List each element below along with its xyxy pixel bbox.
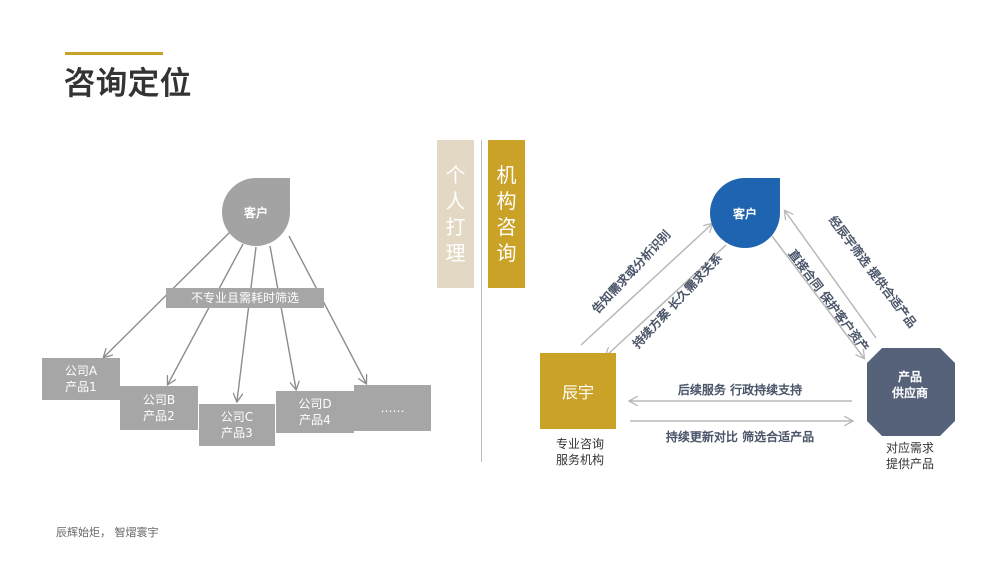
caption-line: 对应需求: [885, 441, 934, 455]
company-name: 公司A: [64, 364, 98, 378]
arrow-to-company-b: [168, 243, 244, 384]
tab-personal-management: 个 人 打 理: [437, 140, 474, 288]
tab-char: 机: [496, 163, 517, 187]
company-name: 公司D: [298, 397, 332, 411]
footer-slogan: 辰辉始炬， 智熠寰宇: [56, 526, 159, 539]
supplier-node: [867, 348, 955, 436]
chenyu-label: 辰宇: [561, 383, 594, 402]
company-product: 产品4: [299, 413, 331, 427]
title-accent-bar: [65, 52, 163, 55]
label-bottom-bottom: 持续更新对比 筛选合适产品: [665, 430, 815, 444]
right-client-node: 客户: [710, 178, 780, 248]
tab-char: 询: [496, 241, 517, 265]
panel-divider: [481, 140, 482, 462]
company-name: 公司B: [142, 393, 176, 407]
supplier-line: 产品: [897, 370, 922, 384]
label-bottom-top: 后续服务 行政持续支持: [677, 383, 803, 397]
company-a-box: 公司A 产品1: [42, 358, 120, 400]
company-d-box: 公司D 产品4: [276, 391, 354, 433]
arrow-to-company-d: [269, 245, 296, 389]
company-product: 产品1: [65, 380, 97, 394]
arrow-to-company-more: [288, 235, 366, 383]
tab-char: 打: [445, 215, 466, 239]
caption-line: 服务机构: [555, 453, 604, 467]
supplier-label: 产品 供应商: [870, 369, 950, 401]
company-more-box: ……: [354, 385, 431, 431]
company-name: 公司C: [220, 410, 254, 424]
company-c-box: 公司C 产品3: [199, 404, 275, 446]
company-more-label: ……: [380, 401, 405, 415]
supplier-caption: 对应需求 提供产品: [868, 440, 952, 472]
chenyu-caption: 专业咨询 服务机构: [540, 436, 620, 468]
tab-char: 构: [496, 189, 517, 213]
arrow-to-company-c: [237, 246, 257, 401]
supplier-line: 供应商: [891, 386, 928, 400]
arrow-client-to-supplier: [771, 235, 864, 358]
company-product: 产品3: [221, 426, 253, 440]
tab-char: 人: [445, 189, 466, 213]
left-client-node: 客户: [222, 178, 290, 246]
caption-line: 提供产品: [885, 457, 934, 471]
right-client-label: 客户: [732, 206, 757, 221]
chenyu-node: 辰宇: [540, 353, 616, 429]
page-title: 咨询定位: [64, 66, 192, 102]
company-b-box: 公司B 产品2: [120, 386, 198, 430]
arrow-chenyu-to-client: [580, 224, 712, 346]
screening-note: 不专业且需耗时筛选: [166, 288, 324, 308]
left-client-label: 客户: [243, 205, 268, 220]
arrow-client-to-chenyu: [606, 244, 727, 356]
tab-institutional-consulting: 机 构 咨 询: [488, 140, 525, 288]
caption-line: 专业咨询: [555, 437, 604, 451]
company-product: 产品2: [143, 409, 175, 423]
arrow-supplier-to-client: [785, 211, 877, 339]
tab-char: 理: [445, 241, 466, 265]
tab-char: 咨: [496, 215, 517, 239]
tab-char: 个: [445, 163, 466, 187]
